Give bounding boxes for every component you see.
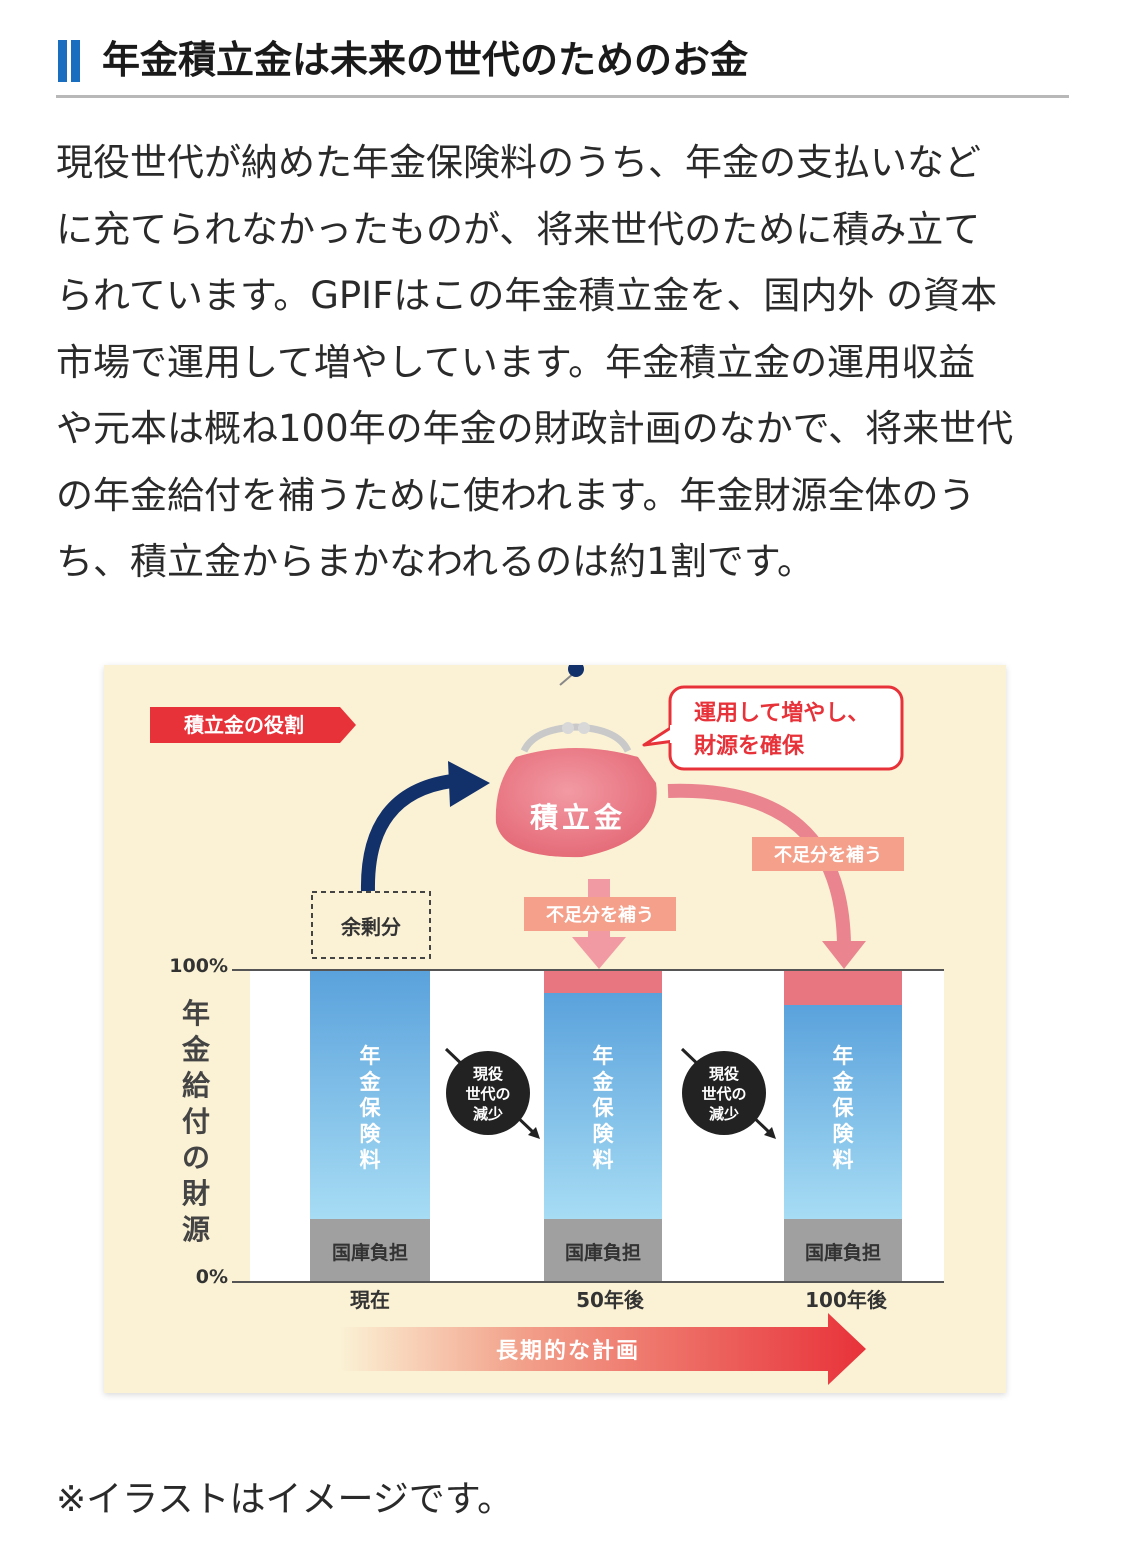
bubble-line2: 財源を確保 — [694, 733, 805, 759]
shortfall-arrow-right — [667, 783, 866, 969]
premium-char: 料 — [833, 1148, 854, 1172]
role-tag-label: 積立金の役割 — [184, 713, 304, 737]
x-label-now: 現在 — [350, 1288, 390, 1312]
y-axis-label: 年 金 給 付 の 財 源 — [181, 997, 211, 1246]
state-label: 国庫負担 — [332, 1241, 408, 1264]
bar-100y-premium — [784, 1005, 902, 1219]
shortfall-label-right: 不足分を補う — [752, 837, 904, 871]
body-line: の年金給付を補うために使われます。年金財源全体のう — [56, 473, 976, 517]
premium-char: 保 — [592, 1096, 615, 1120]
premium-char: 金 — [832, 1070, 855, 1094]
premium-char: 険 — [360, 1122, 382, 1146]
body-line: られています。GPIFはこの年金積立金を、国内外 の資本 — [56, 274, 998, 317]
footnote: ※イラストはイメージです。 — [56, 1479, 514, 1520]
shortfall-label-center-text: 不足分を補う — [546, 904, 654, 926]
pin-icon — [559, 665, 584, 686]
bubble-line1: 運用して増やし、 — [694, 700, 869, 726]
timeline-arrow: 長期的な計画 — [338, 1313, 866, 1385]
bar-100y-reserve — [784, 971, 902, 1005]
y-axis-char: 財 — [182, 1177, 210, 1210]
reserve-role-diagram: 積立金の役割 積立金 運用して増やし、 財源を確保 — [104, 665, 1006, 1393]
bar-50y: 年 金 保 険 料 国庫負担 — [544, 971, 662, 1281]
shortfall-label-right-text: 不足分を補う — [774, 844, 882, 866]
y-axis-char: 年 — [182, 997, 210, 1030]
heading-title: 年金積立金は未来の世代のためのお金 — [102, 38, 749, 82]
y-axis-char: の — [182, 1141, 210, 1174]
bar-100y: 年 金 保 険 料 国庫負担 — [784, 971, 902, 1281]
role-tag: 積立金の役割 — [150, 707, 356, 743]
heading-accent-bar — [58, 40, 67, 82]
decline-text: 世代の — [465, 1085, 510, 1103]
body-line: に充てられなかったものが、将来世代のために積み立て — [56, 207, 981, 251]
premium-char: 保 — [832, 1096, 855, 1120]
bar-now-state — [310, 1219, 430, 1281]
decline-text: 現役 — [709, 1065, 739, 1083]
body-paragraph: 現役世代が納めた年金保険料のうち、年金の支払いなど に充てられなかったものが、将… — [56, 130, 1071, 596]
decline-badge-2: 現役 世代の 減少 — [680, 1047, 776, 1139]
bar-50y-premium — [544, 993, 662, 1219]
premium-char: 険 — [593, 1122, 615, 1146]
heading-accent-bar — [71, 40, 80, 82]
timeline-label: 長期的な計画 — [496, 1338, 640, 1364]
body-line: 現役世代が納めた年金保険料のうち、年金の支払いなど — [56, 141, 981, 184]
state-label: 国庫負担 — [805, 1241, 881, 1264]
decline-text: 減少 — [709, 1105, 739, 1123]
premium-char: 料 — [360, 1148, 381, 1172]
premium-char: 年 — [593, 1044, 614, 1068]
shortfall-label-center: 不足分を補う — [524, 897, 676, 931]
y-axis-char: 給 — [182, 1069, 211, 1102]
decline-text: 世代の — [701, 1085, 746, 1103]
purse-icon: 積立金 — [495, 722, 657, 858]
bar-50y-reserve — [544, 971, 662, 993]
x-label-50y: 50年後 — [576, 1288, 645, 1312]
speech-bubble: 運用して増やし、 財源を確保 — [642, 685, 904, 771]
premium-char: 険 — [833, 1122, 855, 1146]
bar-50y-state — [544, 1219, 662, 1281]
body-line: ち、積立金からまかなわれるのは約1割です。 — [56, 540, 814, 583]
state-label: 国庫負担 — [565, 1241, 641, 1264]
surplus-box: 余剰分 — [311, 891, 431, 959]
y-axis-char: 付 — [182, 1105, 210, 1138]
decline-badge-1: 現役 世代の 減少 — [444, 1047, 540, 1139]
section-heading: 年金積立金は未来の世代のためのお金 — [56, 36, 1069, 98]
bar-now-premium — [310, 971, 430, 1219]
premium-char: 金 — [592, 1070, 615, 1094]
premium-char: 金 — [359, 1070, 382, 1094]
y-axis-char: 源 — [182, 1213, 210, 1246]
y-tick-bottom-label: 0% — [196, 1266, 228, 1288]
y-tick-top-label: 100% — [169, 955, 228, 977]
body-line: や元本は概ね100年の年金の財政計画のなかで、将来世代 — [56, 407, 1014, 450]
x-label-100y: 100年後 — [805, 1288, 888, 1312]
premium-char: 保 — [359, 1096, 382, 1120]
premium-char: 年 — [360, 1044, 381, 1068]
surplus-to-reserve-arrow — [360, 761, 490, 892]
purse-label: 積立金 — [530, 801, 626, 834]
y-axis-char: 金 — [181, 1033, 211, 1066]
decline-text: 現役 — [473, 1065, 503, 1083]
premium-char: 料 — [593, 1148, 614, 1172]
bar-now: 年 金 保 険 料 国庫負担 — [310, 971, 430, 1281]
bar-100y-state — [784, 1219, 902, 1281]
surplus-label: 余剰分 — [340, 915, 401, 939]
body-line: 市場で運用して増やしています。年金積立金の運用収益 — [56, 340, 976, 384]
decline-text: 減少 — [473, 1105, 503, 1123]
diagram-canvas: 積立金の役割 積立金 運用して増やし、 財源を確保 — [150, 665, 944, 1385]
premium-char: 年 — [833, 1044, 854, 1068]
